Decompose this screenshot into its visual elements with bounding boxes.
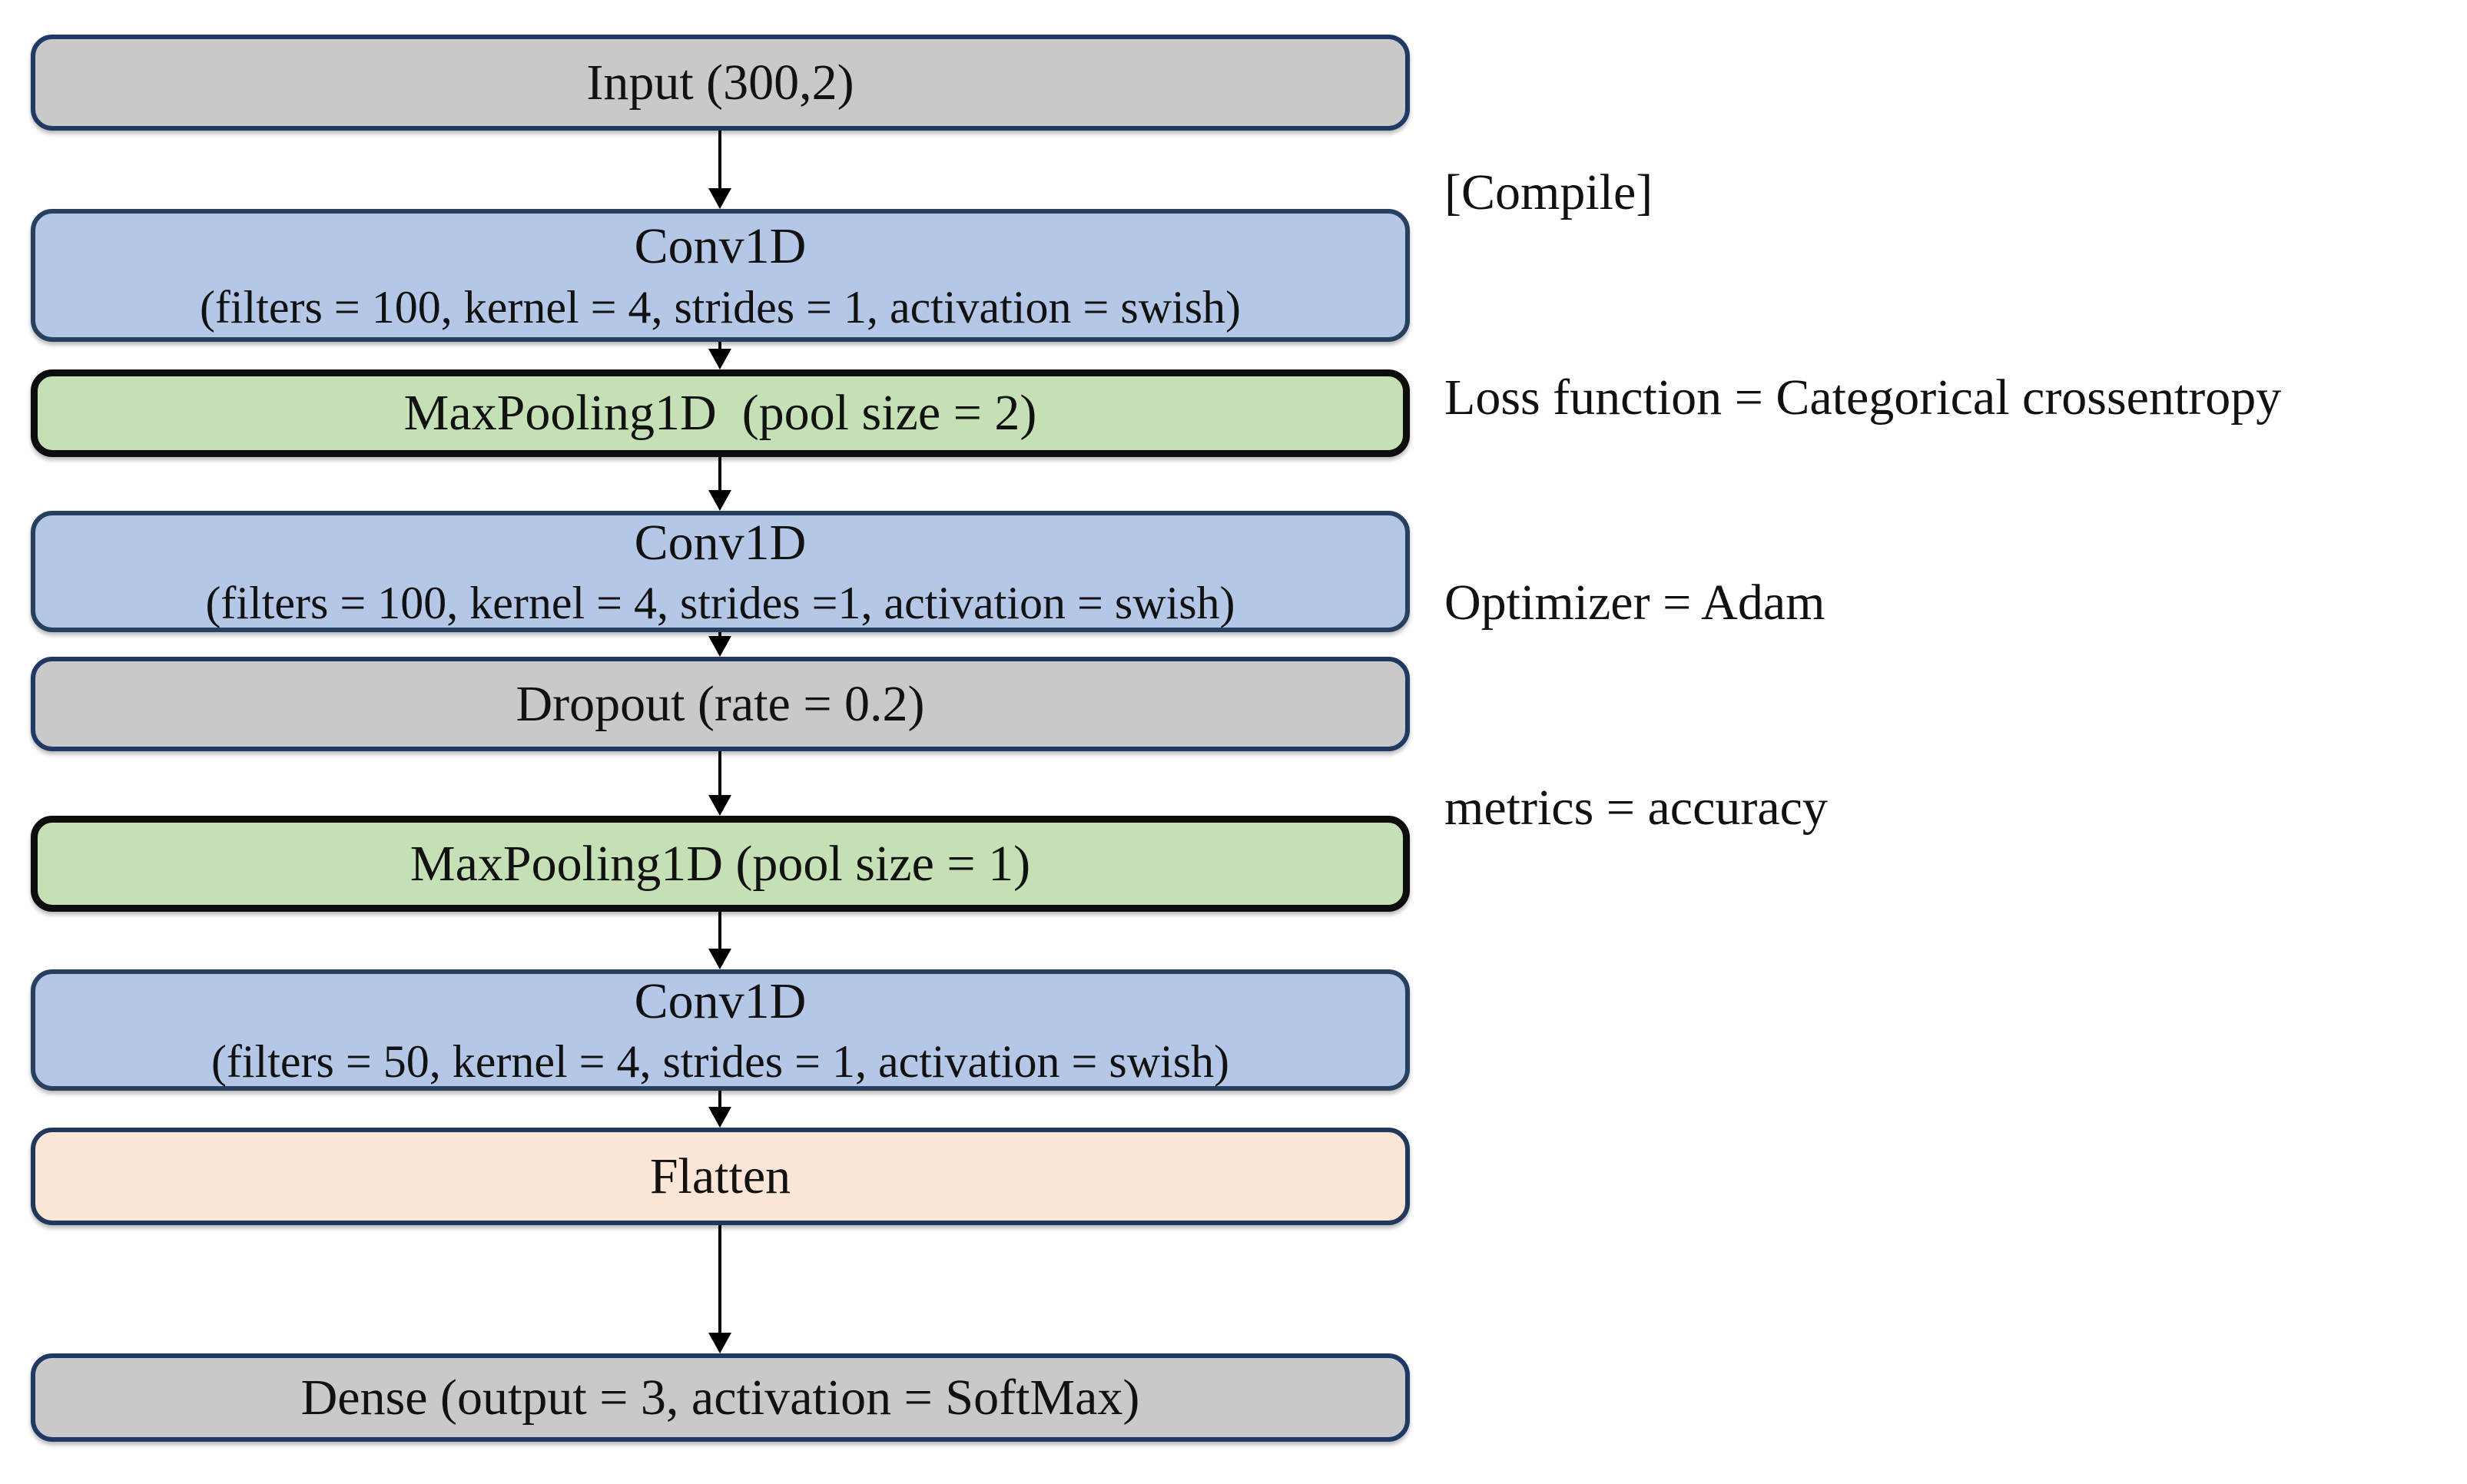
layer-label-conv1d-2: Conv1D [634,514,807,571]
compile-note-header: [Compile] [1444,164,1653,220]
layer-label-dense: Dense (output = 3, activation = SoftMax) [300,1369,1140,1426]
layer-label-conv1d-3: Conv1D [634,972,807,1029]
arrow-connector [708,131,731,209]
arrow-connector [708,751,731,816]
arrow-shaft [718,131,721,192]
arrow-shaft [718,1225,721,1337]
layer-label-conv1d-1: Conv1D [634,218,807,275]
layer-box-flatten: Flatten [31,1128,1410,1225]
arrow-connector [708,457,731,511]
layer-label-maxpooling1d-2: MaxPooling1D (pool size = 1) [410,835,1031,892]
layer-params-conv1d-2: (filters = 100, kernel = 4, strides =1, … [205,578,1235,629]
layer-box-conv1d-3: Conv1D (filters = 50, kernel = 4, stride… [31,969,1410,1091]
layer-params-conv1d-1: (filters = 100, kernel = 4, strides = 1,… [199,281,1242,333]
compile-note-optimizer: Optimizer = Adam [1444,575,1825,631]
arrowhead-down-icon [708,490,731,511]
layer-label-flatten: Flatten [649,1148,791,1204]
layer-label-dropout: Dropout (rate = 0.2) [516,675,925,732]
layer-params-conv1d-3: (filters = 50, kernel = 4, strides = 1, … [211,1036,1230,1088]
arrowhead-down-icon [708,1107,731,1128]
layer-label-input: Input (300,2) [586,54,854,111]
arrowhead-down-icon [708,1333,731,1353]
compile-note: [Compile] Loss function = Categorical cr… [1444,22,2459,979]
arrowhead-down-icon [708,636,731,657]
layer-box-maxpooling1d-2: MaxPooling1D (pool size = 1) [31,816,1410,912]
arrow-connector [708,912,731,969]
layer-box-conv1d-2: Conv1D (filters = 100, kernel = 4, strid… [31,511,1410,632]
arrowhead-down-icon [708,349,731,369]
arrowhead-down-icon [708,795,731,816]
compile-note-loss: Loss function = Categorical crossentropy [1444,369,2282,426]
arrow-shaft [718,457,721,494]
arrow-connector [708,1225,731,1353]
arrow-connector [708,1091,731,1128]
layer-box-input: Input (300,2) [31,35,1410,131]
arrowhead-down-icon [708,188,731,209]
arrow-connector [708,632,731,657]
arrow-shaft [718,912,721,952]
arrow-shaft [718,1091,721,1111]
arrow-connector [708,342,731,369]
compile-note-metrics: metrics = accuracy [1444,780,1828,836]
layer-box-conv1d-1: Conv1D (filters = 100, kernel = 4, strid… [31,209,1410,342]
layer-box-dense: Dense (output = 3, activation = SoftMax) [31,1353,1410,1442]
arrow-shaft [718,342,721,353]
layer-box-dropout: Dropout (rate = 0.2) [31,657,1410,751]
arrow-shaft [718,751,721,799]
layer-label-maxpooling1d-1: MaxPooling1D (pool size = 2) [403,385,1037,442]
layer-box-maxpooling1d-1: MaxPooling1D (pool size = 2) [31,369,1410,457]
arrowhead-down-icon [708,949,731,969]
